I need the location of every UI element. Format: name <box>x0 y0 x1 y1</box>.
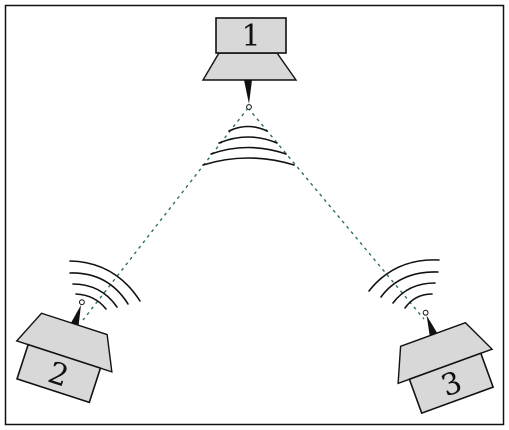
wave-2c <box>72 283 118 308</box>
station-2-antenna <box>70 305 81 326</box>
wave-2d <box>75 293 107 310</box>
station-2-box <box>16 343 102 404</box>
wave-1a <box>228 125 268 132</box>
station-1-box <box>215 17 287 54</box>
wave-1b <box>218 136 278 144</box>
station-1-waves <box>202 125 295 166</box>
wave-3b <box>380 271 439 298</box>
wave-2b <box>69 272 129 305</box>
wave-1d <box>202 157 295 166</box>
wave-3a <box>368 259 440 292</box>
station-1-label: 1 <box>241 19 260 54</box>
station-1: 1 <box>201 17 298 110</box>
station-2-waves <box>69 260 141 310</box>
station-3-antenna <box>426 315 438 336</box>
station-3-antenna-tip <box>422 309 429 316</box>
link-1-2 <box>82 107 249 321</box>
station-1-antenna <box>244 80 252 104</box>
wave-2a <box>69 260 141 302</box>
station-2: 2 <box>15 299 113 404</box>
wave-3c <box>392 282 436 304</box>
station-1-antenna-tip <box>246 104 252 110</box>
wave-1c <box>210 146 287 155</box>
station-2-antenna-tip <box>79 299 85 306</box>
station-3-waves <box>368 259 440 309</box>
wave-3d <box>404 293 433 309</box>
station-3-horn <box>397 321 494 385</box>
station-3-box <box>408 352 495 415</box>
station-3: 3 <box>397 309 495 415</box>
station-2-horn <box>15 312 113 373</box>
